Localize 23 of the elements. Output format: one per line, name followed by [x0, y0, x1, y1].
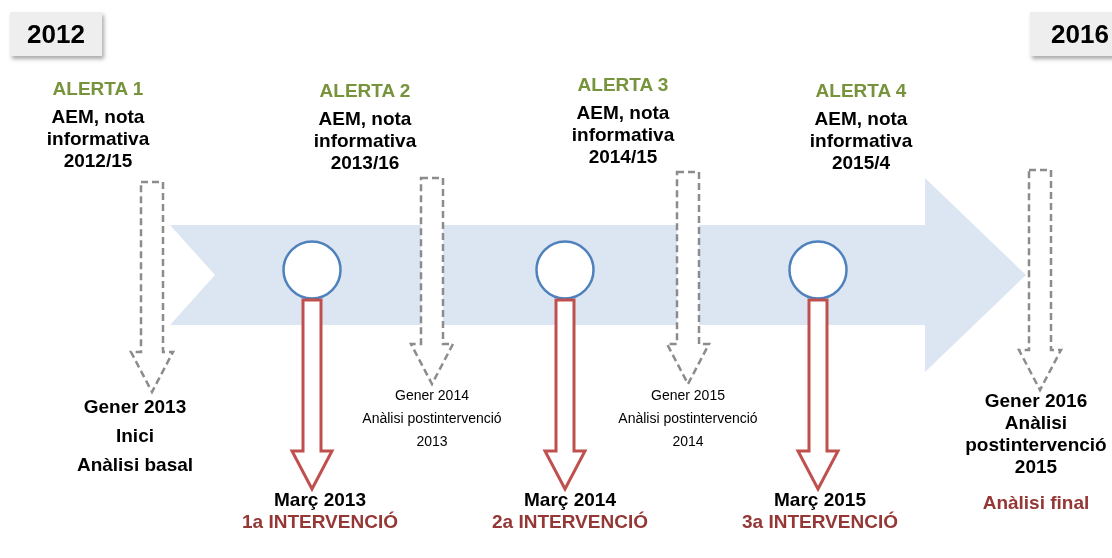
analysis-note: Gener 2013 Inici Anàlisi basal	[55, 392, 215, 478]
alert-note: ALERTA 3 AEM, nota informativa 2014/15	[550, 74, 696, 172]
year-label: 2016	[1030, 12, 1112, 56]
alert-note: ALERTA 2 AEM, nota informativa 2013/16	[290, 80, 440, 178]
milestone-circle	[788, 240, 848, 300]
alert-note: ALERTA 4 AEM, nota informativa 2015/4	[790, 80, 932, 178]
block-arrow	[795, 298, 841, 493]
intervention-note: Març 2013 1a INTERVENCIÓ	[225, 489, 415, 545]
intervention-note: Març 2014 2a INTERVENCIÓ	[475, 489, 665, 545]
block-arrow	[664, 170, 712, 387]
block-arrow	[542, 298, 588, 493]
block-arrow	[1016, 168, 1064, 393]
alert-note: ALERTA 1 AEM, nota informativa 2012/15	[28, 78, 168, 182]
block-arrow	[289, 298, 335, 493]
analysis-note: Gener 2015 Anàlisi postintervenció 2014	[618, 384, 758, 480]
analysis-note: Gener 2014 Anàlisi postintervenció 2013	[362, 384, 502, 480]
block-arrow	[408, 176, 456, 387]
milestone-circle	[282, 240, 342, 300]
year-label: 2012	[10, 12, 102, 56]
intervention-note: Març 2015 3a INTERVENCIÓ	[725, 489, 915, 545]
milestone-circle	[535, 240, 595, 300]
analysis-note: Gener 2016 Anàlisi postintervenció 2015 Anàlisi final	[960, 390, 1112, 558]
block-arrow	[128, 180, 176, 395]
